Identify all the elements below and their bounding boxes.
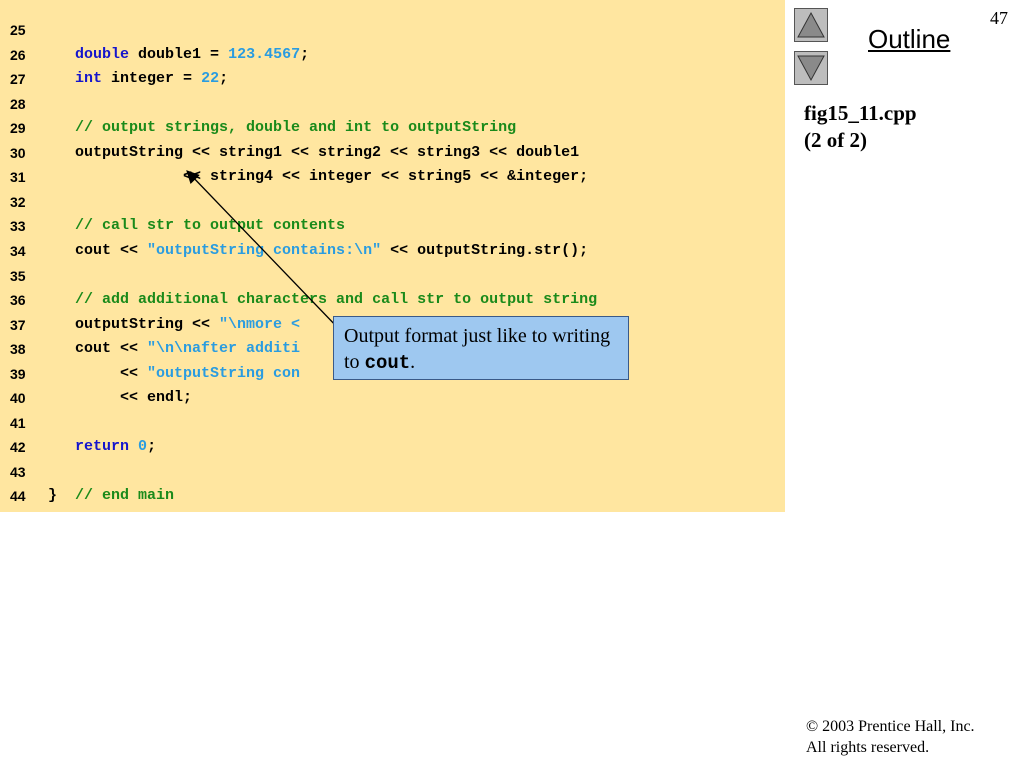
code-line: 36 // add additional characters and call…	[0, 288, 785, 312]
line-number: 42	[10, 439, 26, 456]
line-number: 29	[10, 120, 26, 137]
figure-file-name: fig15_11.cpp	[804, 101, 917, 125]
code-line: 34 cout << "outputString contains:\n" <<…	[0, 239, 785, 263]
code-text: // call str to output contents	[75, 217, 346, 235]
copyright-notice: © 2003 Prentice Hall, Inc.	[806, 718, 975, 736]
code-text: outputString << "\nmore <	[48, 315, 301, 333]
line-number: 37	[10, 316, 26, 333]
code-text: cout << "\n\nafter additi	[48, 340, 301, 358]
line-number: 43	[10, 463, 26, 480]
figure-part-label: (2 of 2)	[804, 128, 867, 152]
line-number: 40	[10, 390, 26, 407]
line-number: 27	[10, 71, 26, 88]
code-text: // output strings, double and int to out…	[75, 119, 517, 137]
code-line: 27 int integer = 22;	[0, 67, 785, 91]
code-line: 33 // call str to output contents	[0, 214, 785, 238]
outline-link[interactable]: Outline	[868, 24, 951, 54]
line-number: 41	[10, 414, 26, 431]
code-text: int integer = 22;	[75, 70, 229, 88]
line-number: 25	[10, 22, 26, 38]
code-line: 43	[0, 460, 785, 484]
code-text: cout << "outputString contains:\n" << ou…	[48, 241, 589, 259]
next-slide-button[interactable]	[794, 51, 828, 85]
code-line: 28	[0, 92, 785, 116]
rights-notice: All rights reserved.	[806, 739, 930, 756]
callout-code-word: cout	[364, 352, 411, 374]
code-line: 41	[0, 411, 785, 435]
copyright-symbol: ©	[806, 718, 819, 735]
code-text: return 0;	[75, 438, 157, 456]
code-line: 31 << string4 << integer << string5 << &…	[0, 165, 785, 189]
line-number: 44	[10, 488, 26, 505]
line-number: 26	[10, 46, 26, 63]
line-number: 36	[10, 292, 26, 309]
code-line: 29 // output strings, double and int to …	[0, 116, 785, 140]
code-line: 42 return 0;	[0, 435, 785, 459]
code-line: 40 << endl;	[0, 386, 785, 410]
code-line: 44 } // end main	[0, 484, 785, 508]
code-line: 25	[0, 18, 785, 42]
code-text: // add additional characters and call st…	[75, 291, 598, 309]
code-line: 38 cout << "\n\nafter additi	[0, 337, 785, 361]
callout-text: Output format just like to writing to	[344, 325, 611, 373]
line-number: 38	[10, 341, 26, 358]
code-text: << string4 << integer << string5 << &int…	[48, 168, 589, 186]
line-number: 34	[10, 242, 26, 259]
line-number: 32	[10, 193, 26, 210]
line-number: 31	[10, 169, 26, 186]
code-text: double double1 = 123.4567;	[75, 45, 310, 63]
callout-box: Output format just like to writing to co…	[333, 316, 629, 380]
line-number: 28	[10, 95, 26, 112]
triangle-down-icon	[797, 55, 825, 82]
code-line: 26 double double1 = 123.4567;	[0, 43, 785, 67]
code-line: 35	[0, 264, 785, 288]
page-number: 47	[990, 8, 1008, 28]
line-number: 39	[10, 365, 26, 382]
code-line: 30 outputString << string1 << string2 <<…	[0, 141, 785, 165]
copyright-text: 2003 Prentice Hall, Inc.	[818, 718, 975, 735]
line-number: 33	[10, 218, 26, 235]
code-text: << endl;	[48, 389, 193, 407]
code-text: outputString << string1 << string2 << st…	[48, 143, 580, 161]
previous-slide-button[interactable]	[794, 8, 828, 42]
code-text: } // end main	[48, 487, 175, 505]
triangle-up-icon	[797, 11, 825, 38]
line-number: 35	[10, 267, 26, 284]
callout-text-end: .	[410, 351, 416, 373]
line-number: 30	[10, 144, 26, 161]
code-line: 32	[0, 190, 785, 214]
